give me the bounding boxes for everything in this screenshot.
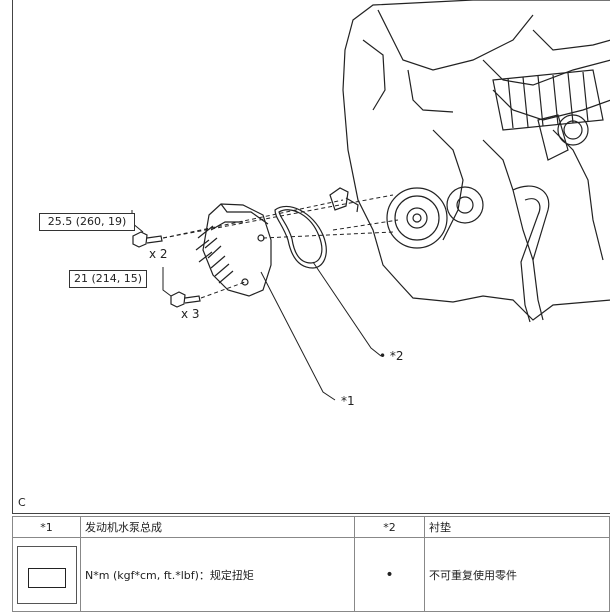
callout-1: *1 — [341, 394, 355, 408]
quantity-label-upper: x 2 — [149, 247, 168, 261]
sensor-part — [329, 187, 359, 213]
legend-row-symbols: N*m (kgf*cm, ft.*lbf)：规定扭矩 • 不可重复使用零件 — [12, 537, 610, 612]
leader-lines — [131, 210, 382, 401]
gasket — [274, 205, 327, 269]
torque-label-lower: 21 (214, 15) — [69, 270, 147, 288]
figure-code: C — [18, 496, 26, 509]
legend-table: *1 发动机水泵总成 *2 衬垫 N*m (kgf*cm, ft.*lbf)：规… — [12, 516, 610, 612]
legend-row-parts: *1 发动机水泵总成 *2 衬垫 — [12, 516, 610, 538]
callout-2: • *2 — [379, 349, 404, 363]
legend-non-reusable-description: 不可重复使用零件 — [424, 537, 610, 612]
engine-illustration — [131, 0, 610, 401]
engine-block — [342, 0, 610, 323]
water-pump — [195, 203, 272, 297]
alignment-lines — [162, 194, 399, 299]
diagram-figure: 25.5 (260, 19) x 2 21 (214, 15) x 3 *1 •… — [12, 0, 610, 514]
bolt-upper — [132, 231, 163, 248]
legend-symbol-cell — [12, 537, 81, 612]
bolt-lower — [170, 291, 201, 308]
legend-key-2: *2 — [354, 516, 425, 538]
torque-box-symbol-icon — [17, 545, 77, 604]
legend-key-1: *1 — [12, 516, 81, 538]
legend-torque-description: N*m (kgf*cm, ft.*lbf)：规定扭矩 — [80, 537, 355, 612]
non-reusable-dot-icon: • — [354, 537, 425, 612]
legend-value-1: 发动机水泵总成 — [80, 516, 355, 538]
legend-value-2: 衬垫 — [424, 516, 610, 538]
quantity-label-lower: x 3 — [181, 307, 200, 321]
torque-label-upper: 25.5 (260, 19) — [39, 213, 135, 231]
